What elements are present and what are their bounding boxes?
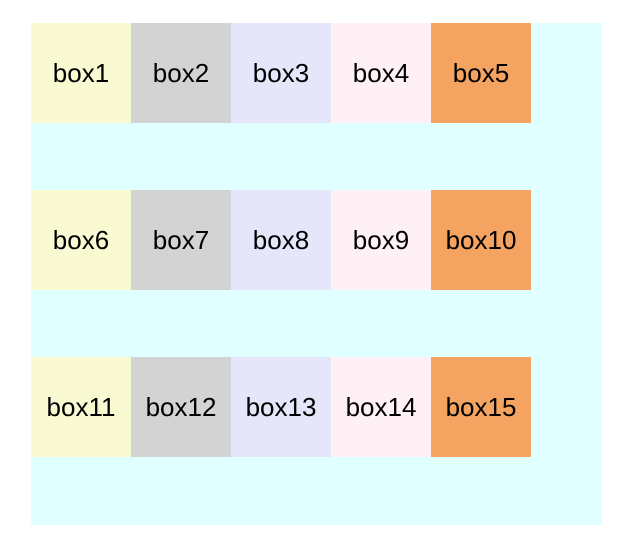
box-6: box6 (31, 190, 131, 290)
box-14: box14 (331, 357, 431, 457)
box-3: box3 (231, 23, 331, 123)
box-15: box15 (431, 357, 531, 457)
box-5: box5 (431, 23, 531, 123)
box-row-3: box11 box12 box13 box14 box15 (31, 357, 602, 457)
box-8: box8 (231, 190, 331, 290)
box-1: box1 (31, 23, 131, 123)
box-9: box9 (331, 190, 431, 290)
box-7: box7 (131, 190, 231, 290)
box-11: box11 (31, 357, 131, 457)
box-10: box10 (431, 190, 531, 290)
box-row-1: box1 box2 box3 box4 box5 (31, 23, 602, 123)
box-4: box4 (331, 23, 431, 123)
box-13: box13 (231, 357, 331, 457)
box-2: box2 (131, 23, 231, 123)
box-row-2: box6 box7 box8 box9 box10 (31, 190, 602, 290)
box-12: box12 (131, 357, 231, 457)
boxes-container: box1 box2 box3 box4 box5 box6 box7 box8 … (31, 23, 602, 525)
